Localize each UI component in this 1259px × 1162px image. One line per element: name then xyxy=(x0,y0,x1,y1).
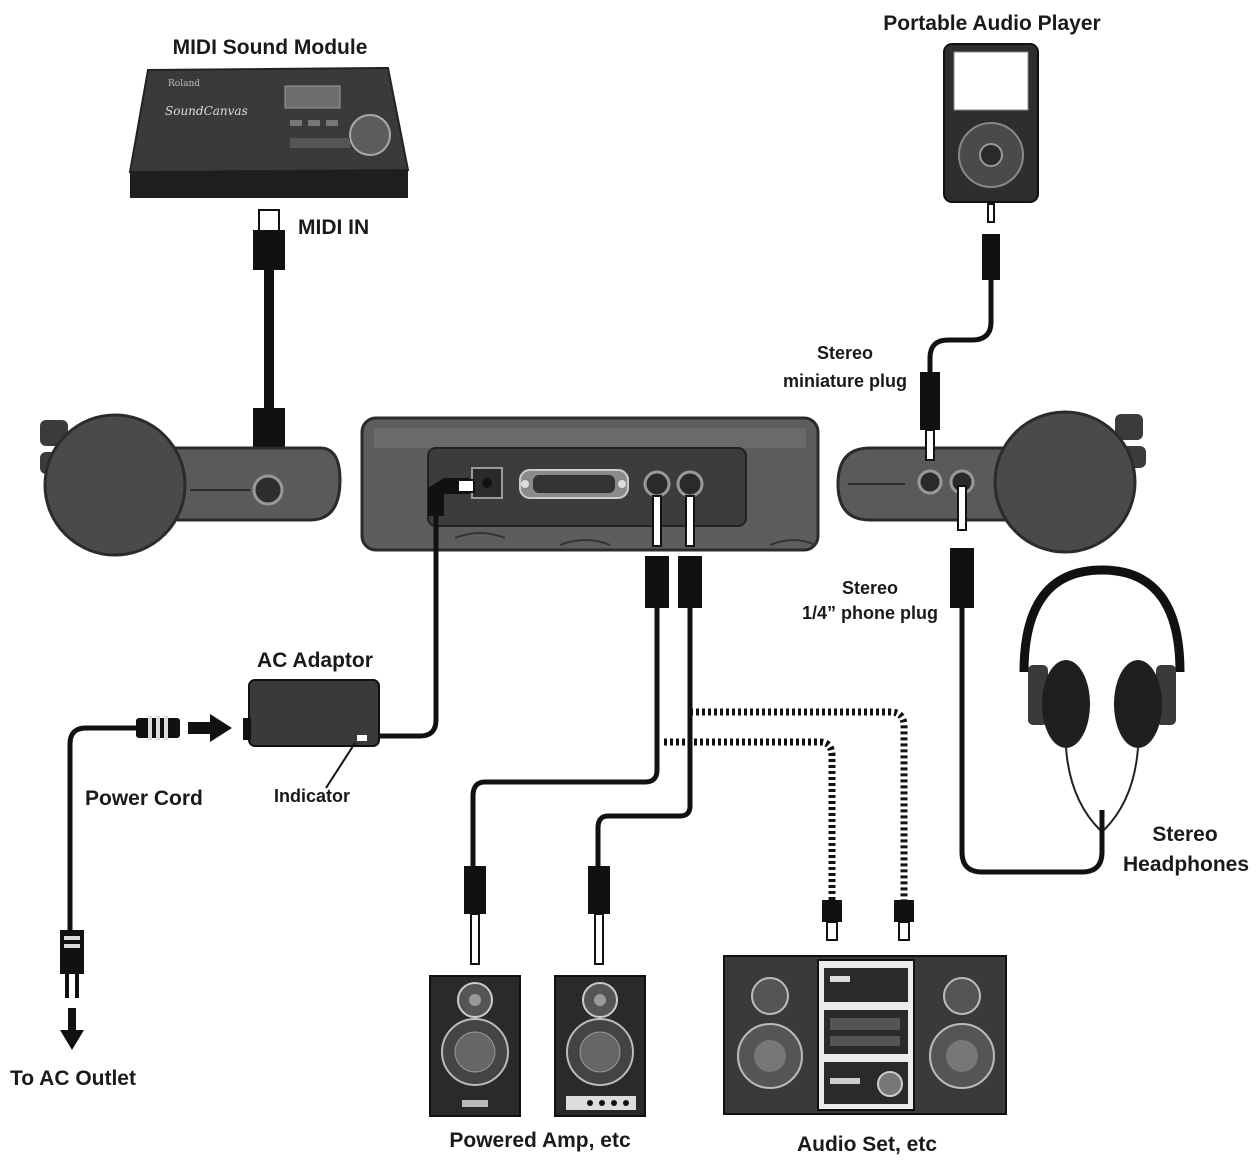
headphone-cable xyxy=(950,485,1105,875)
output-cables xyxy=(464,495,914,965)
mini-plug-cable xyxy=(920,203,1000,461)
midi-in-label: MIDI IN xyxy=(298,216,370,239)
stereo-headphones-label-2: Headphones xyxy=(1122,853,1250,876)
stereo-phone-label-2: 1/4” phone plug xyxy=(801,603,938,623)
stereo-phone-label-1: Stereo xyxy=(841,578,899,598)
to-ac-outlet-label: To AC Outlet xyxy=(10,1067,136,1090)
power-cord xyxy=(60,714,232,1050)
right-device xyxy=(836,410,1146,554)
midi-sound-module: Roland SoundCanvas xyxy=(128,66,410,198)
midi-sound-module-label: MIDI Sound Module xyxy=(172,36,368,59)
left-device xyxy=(40,413,342,557)
dc-cable xyxy=(379,478,475,739)
stereo-mini-label-2: miniature plug xyxy=(782,371,907,391)
portable-audio-player-label: Portable Audio Player xyxy=(883,12,1101,35)
powered-amp-speakers xyxy=(429,975,646,1117)
indicator-label: Indicator xyxy=(273,786,350,806)
stereo-mini-label-1: Stereo xyxy=(816,343,874,363)
module-brand-text: Roland xyxy=(168,79,200,89)
midi-cable xyxy=(253,209,285,469)
audio-set xyxy=(723,955,1007,1115)
power-cord-label: Power Cord xyxy=(85,787,203,810)
portable-audio-player xyxy=(943,43,1039,203)
stereo-headphones-image xyxy=(1019,565,1185,831)
powered-amp-label: Powered Amp, etc xyxy=(449,1129,631,1152)
ac-adaptor-image xyxy=(243,679,380,789)
audio-set-label: Audio Set, etc xyxy=(796,1133,938,1156)
stereo-headphones-label-1: Stereo xyxy=(1152,823,1218,846)
ac-adaptor-label: AC Adaptor xyxy=(257,649,373,672)
module-name-text: SoundCanvas xyxy=(165,104,248,118)
main-unit xyxy=(360,416,820,552)
